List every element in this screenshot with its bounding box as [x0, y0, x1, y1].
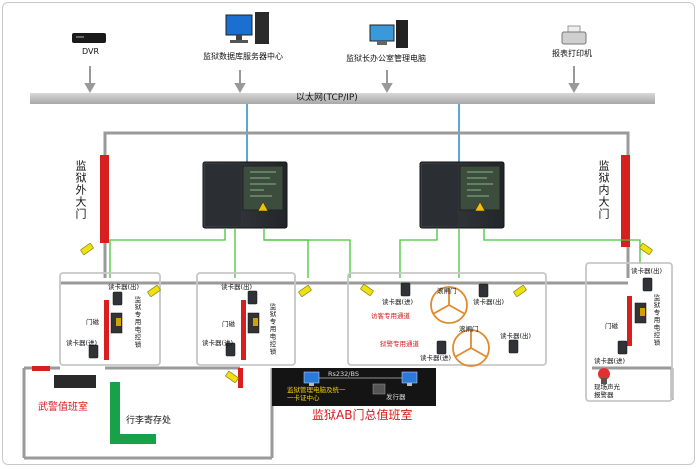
zone2-reader-out: 读卡器(出) — [221, 283, 253, 291]
zone2-reader-in: 读卡器(进) — [202, 339, 234, 347]
outer-gate — [100, 155, 109, 243]
turnstile-2-label: 滚闸门 — [459, 325, 479, 333]
controller-cabinet-1 — [202, 161, 288, 229]
zone1-reader-out: 读卡器(出) — [108, 283, 140, 291]
dvr-icon — [72, 33, 106, 43]
director-pc-label: 监狱长办公室管理电脑 — [346, 54, 426, 63]
police-room-label: 武警值班室 — [38, 402, 88, 413]
zone4-lock: 监狱专用电控锁 — [652, 294, 660, 347]
zone2-magnet: 门磁 — [222, 320, 235, 328]
exit-cameras — [80, 243, 653, 383]
turnstiles — [430, 286, 490, 367]
controller-cabinet-2 — [419, 161, 505, 229]
zone1-door — [104, 300, 109, 360]
card-issuer-device — [372, 383, 386, 395]
police-room-equipment — [54, 375, 96, 388]
duty-room-door — [238, 368, 243, 388]
visitor-channel-label: 访客专用通道 — [371, 312, 410, 320]
turnstile-1-label: 滚闸门 — [437, 287, 457, 295]
zone3-reader-out-1: 读卡器(出) — [473, 298, 505, 306]
zone1-magnet: 门磁 — [86, 318, 99, 326]
alarm-device — [598, 368, 610, 384]
diagram-frame — [2, 2, 695, 465]
zone2-door — [241, 300, 246, 360]
card-readers — [88, 277, 653, 359]
ethernet-label: 以太网(TCP/IP) — [296, 93, 358, 103]
police-room-door — [32, 366, 50, 371]
zone3-reader-out-2: 读卡器(出) — [500, 332, 532, 340]
zone3-reader-in-2: 读卡器(进) — [420, 354, 452, 362]
luggage-marker — [110, 382, 156, 444]
zone1-lock: 监狱专用电控锁 — [133, 296, 141, 349]
db-server-label: 监狱数据库服务器中心 — [203, 52, 283, 61]
mgmt-computer — [303, 371, 320, 386]
zone2-lock: 监狱专用电控锁 — [268, 303, 276, 356]
zone4-door — [627, 296, 632, 346]
zone4-reader-out: 读卡器(出) — [631, 267, 663, 275]
printer-label: 报表打印机 — [552, 49, 592, 58]
ab-duty-room-label: 监狱AB门总值班室 — [312, 408, 413, 422]
guard-channel-label: 狱警专用通道 — [380, 340, 419, 348]
zone1-reader-in: 读卡器(进) — [66, 339, 98, 347]
rs232-label: Rs232/BS — [328, 370, 359, 378]
zone4-reader-in: 读卡器(进) — [594, 357, 626, 365]
electric-locks — [110, 302, 647, 334]
alarm-label: 现场声光报警器 — [594, 383, 620, 399]
dvr-label: DVR — [82, 47, 100, 56]
ethernet-bus — [30, 93, 655, 104]
green-wiring — [109, 228, 641, 278]
mgmt-pc-label: 监狱管理电脑及统一一卡证中心 — [287, 386, 346, 402]
luggage-room-label: 行李寄存处 — [126, 416, 172, 426]
issuer-computer — [401, 371, 418, 386]
outer-gate-label: 监狱外大门 — [74, 160, 87, 220]
zone3-reader-in-1: 读卡器(进) — [382, 298, 414, 306]
office-pc-icon — [369, 20, 408, 48]
zone4-magnet: 门磁 — [605, 322, 618, 330]
inner-gate — [621, 155, 630, 247]
printer-icon — [561, 25, 587, 45]
card-issuer-label: 发行器 — [386, 393, 406, 401]
inner-gate-label: 监狱内大门 — [597, 160, 610, 220]
zone-boxes — [59, 262, 673, 402]
server-icon — [225, 12, 269, 44]
device-arrows — [84, 66, 580, 94]
